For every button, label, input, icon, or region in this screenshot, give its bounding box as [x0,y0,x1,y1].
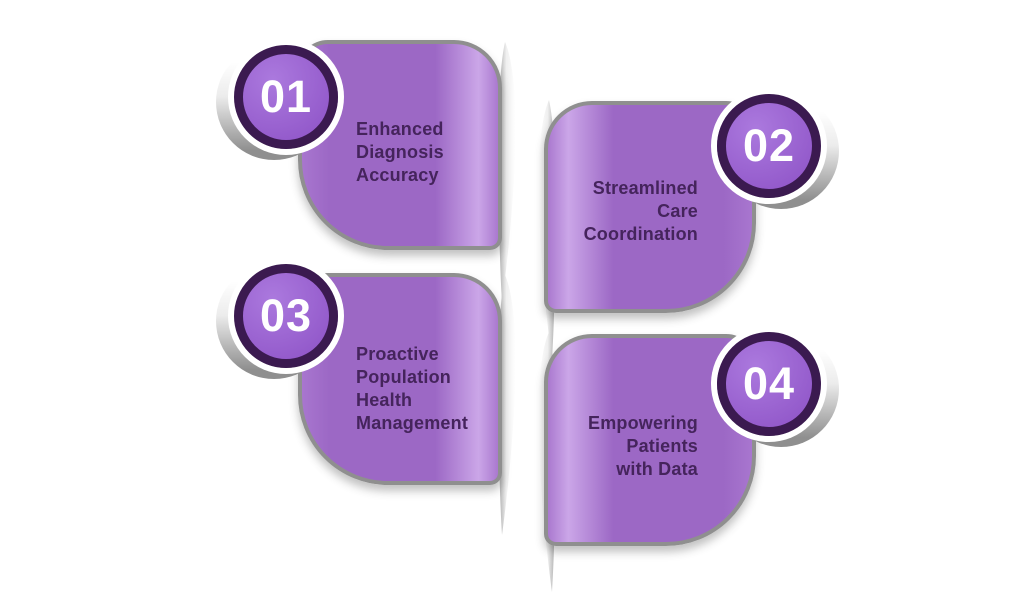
card-01-line: Enhanced [356,119,444,139]
page-curl-card-03 [498,275,516,535]
card-01-title: Enhanced Diagnosis Accuracy [356,118,444,187]
card-02-line: Streamlined [592,178,698,198]
card-03-title: Proactive Population Health Management [356,343,468,435]
card-02-line: Care [657,201,698,221]
number-badge-03: 03 [234,264,338,368]
card-04-line: Empowering [587,413,698,433]
card-03-line: Management [356,413,469,433]
card-02-line: Coordination [583,224,698,244]
badge-number: 04 [742,357,796,409]
badge-number: 01 [259,70,313,122]
card-01-line: Diagnosis [356,142,444,162]
card-01-line: Accuracy [356,165,439,185]
number-badge-02: 02 [717,94,821,198]
card-04-line: Patients [626,436,698,456]
badge-number: 02 [742,119,796,171]
badge-number: 03 [259,289,313,341]
card-04-line: with Data [616,459,698,479]
card-02-title: Streamlined Care Coordination [584,177,698,246]
card-04-title: Empowering Patients with Data [588,412,698,481]
number-badge-04: 04 [717,332,821,436]
card-03-line: Population [356,367,451,387]
number-badge-01: 01 [234,45,338,149]
page-curl-card-01 [498,42,516,302]
card-03-line: Health [356,390,413,410]
card-03-line: Proactive [356,344,439,364]
